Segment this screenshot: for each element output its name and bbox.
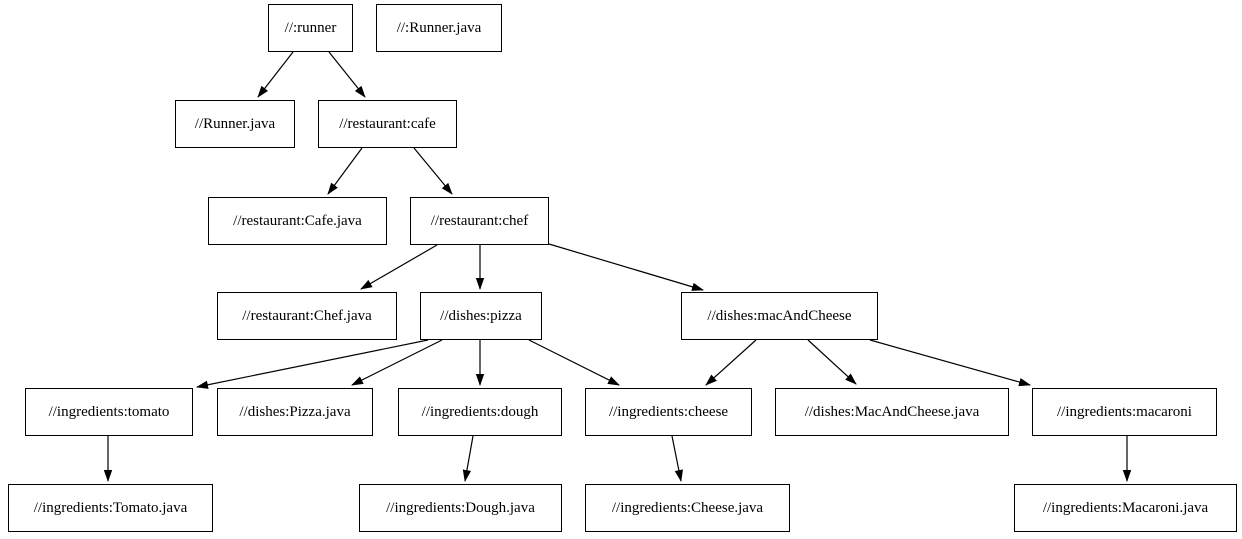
node-label: //ingredients:tomato <box>48 403 170 420</box>
graph-node-dishes-pizza-java: //dishes:Pizza.java <box>217 388 373 436</box>
node-label: //restaurant:chef <box>430 212 529 229</box>
node-label: //dishes:macAndCheese <box>707 307 852 324</box>
node-label: //restaurant:Cafe.java <box>233 212 362 229</box>
graph-node-dishes-mac-and-cheese: //dishes:macAndCheese <box>681 292 878 340</box>
node-label: //ingredients:Dough.java <box>386 499 535 516</box>
node-label: //:Runner.java <box>396 19 482 36</box>
edge-dishes-pizza-to-ingredients-tomato <box>196 339 429 389</box>
node-label: //:runner <box>284 19 337 36</box>
edges-group <box>103 51 1132 482</box>
edge-dishes-mac-and-cheese-to-ingredients-cheese <box>705 339 757 386</box>
graph-node-ingredients-dough-java: //ingredients:Dough.java <box>359 484 562 532</box>
node-label: //ingredients:dough <box>421 403 539 420</box>
node-label: //ingredients:Macaroni.java <box>1042 499 1209 516</box>
edge-runner-to-runner-java-file <box>257 51 294 98</box>
node-label: //restaurant:cafe <box>339 115 436 132</box>
node-label: //dishes:pizza <box>440 307 522 324</box>
edge-dishes-pizza-to-dishes-pizza-java <box>351 339 443 386</box>
edge-ingredients-cheese-to-ingredients-cheese-java <box>671 435 683 482</box>
node-label: //dishes:Pizza.java <box>239 403 351 420</box>
graph-node-ingredients-macaroni-java: //ingredients:Macaroni.java <box>1014 484 1237 532</box>
edge-restaurant-cafe-to-restaurant-chef <box>413 147 453 195</box>
edge-restaurant-chef-to-restaurant-chef-java <box>360 244 438 290</box>
node-label: //ingredients:Tomato.java <box>33 499 188 516</box>
node-label: //dishes:MacAndCheese.java <box>804 403 980 420</box>
graph-node-restaurant-chef: //restaurant:chef <box>410 197 549 245</box>
node-label: //ingredients:cheese <box>608 403 729 420</box>
edge-restaurant-chef-to-dishes-mac-and-cheese <box>548 243 704 291</box>
graph-node-restaurant-cafe: //restaurant:cafe <box>318 100 457 148</box>
graph-node-ingredients-cheese-java: //ingredients:Cheese.java <box>585 484 790 532</box>
graph-node-restaurant-cafe-java: //restaurant:Cafe.java <box>208 197 387 245</box>
graph-node-ingredients-tomato: //ingredients:tomato <box>25 388 193 436</box>
graph-node-runner-java-file: //Runner.java <box>175 100 295 148</box>
edge-dishes-mac-and-cheese-to-dishes-mac-and-cheese-java <box>807 339 857 385</box>
node-label: //ingredients:Cheese.java <box>611 499 764 516</box>
node-label: //Runner.java <box>194 115 276 132</box>
edge-dishes-mac-and-cheese-to-ingredients-macaroni <box>869 339 1031 387</box>
edge-ingredients-dough-to-ingredients-dough-java <box>462 435 474 482</box>
graph-node-ingredients-dough: //ingredients:dough <box>398 388 562 436</box>
graph-node-dishes-mac-and-cheese-java: //dishes:MacAndCheese.java <box>775 388 1009 436</box>
graph-node-ingredients-macaroni: //ingredients:macaroni <box>1032 388 1217 436</box>
graph-node-ingredients-tomato-java: //ingredients:Tomato.java <box>8 484 213 532</box>
edge-restaurant-cafe-to-restaurant-cafe-java <box>327 147 363 195</box>
graph-node-runner-java-root: //:Runner.java <box>376 4 502 52</box>
edge-runner-to-restaurant-cafe <box>328 51 366 98</box>
edge-dishes-pizza-to-ingredients-cheese <box>528 339 620 386</box>
graph-node-runner: //:runner <box>268 4 353 52</box>
graph-node-restaurant-chef-java: //restaurant:Chef.java <box>217 292 397 340</box>
node-label: //ingredients:macaroni <box>1057 403 1192 420</box>
graph-node-dishes-pizza: //dishes:pizza <box>420 292 542 340</box>
graph-node-ingredients-cheese: //ingredients:cheese <box>585 388 752 436</box>
node-label: //restaurant:Chef.java <box>242 307 372 324</box>
